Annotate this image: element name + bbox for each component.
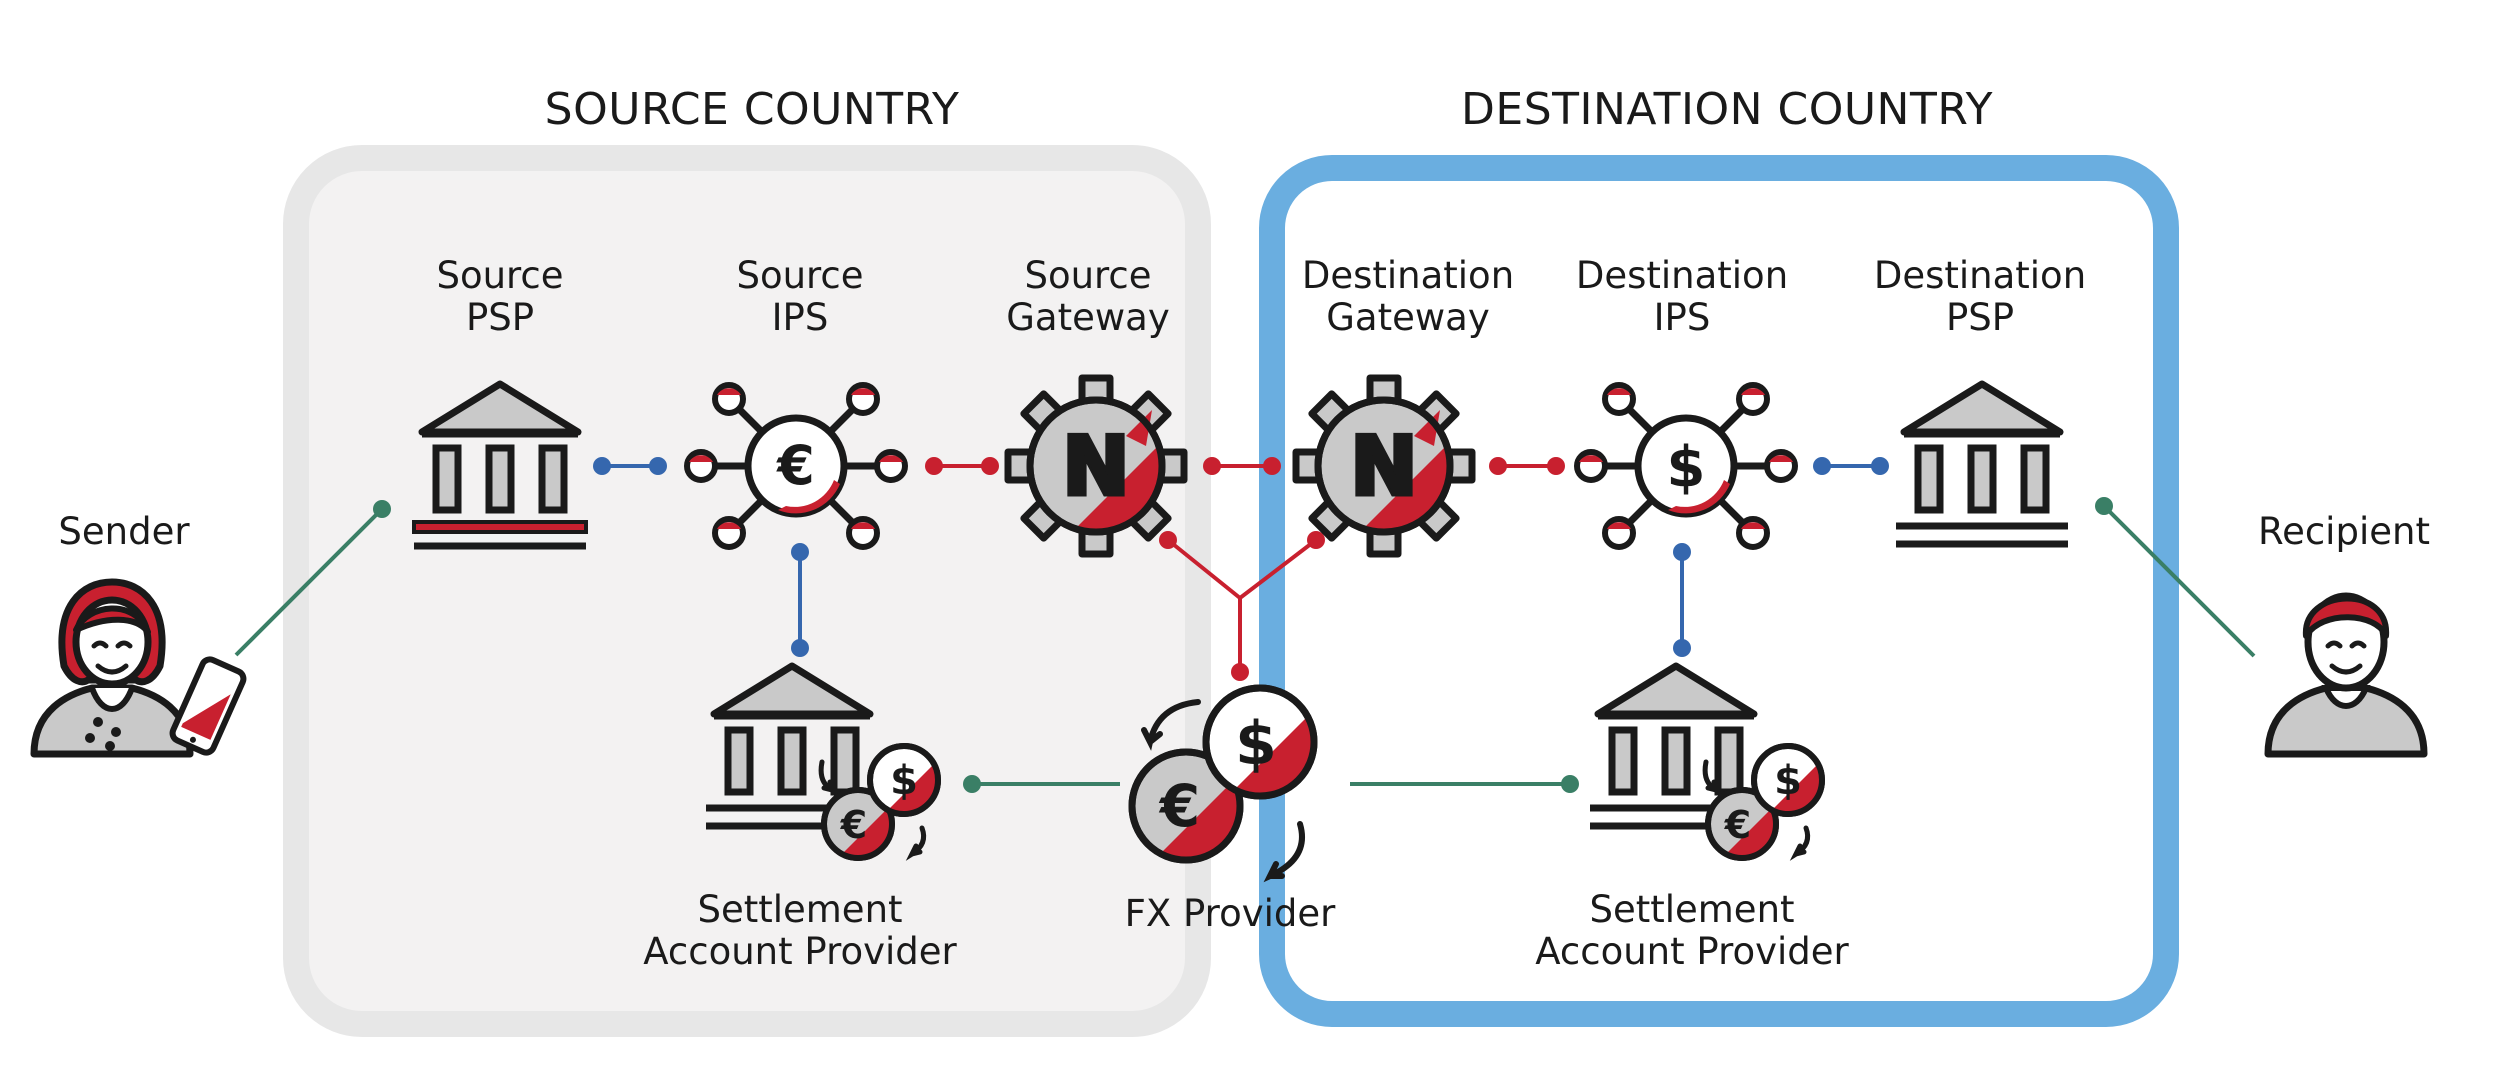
source-gateway: Source Gateway N [1006,254,1184,554]
svg-text:$: $ [890,758,918,804]
connector-source-ips-source-sap [791,543,809,657]
destination-country-title: DESTINATION COUNTRY [1461,84,1993,135]
destination-ips-label-line1: Destination [1576,254,1788,297]
fx-provider-label: FX Provider [1125,892,1337,935]
bank-with-coins-icon: € $ [706,666,938,858]
source-ips-label-line1: Source [736,254,863,297]
destination-country-region [1259,155,2179,1027]
dollar-coin: $ [1754,746,1822,814]
connector-sender-source-psp [234,500,391,657]
source-ips: Source IPS € [687,254,905,547]
connector-destination-ips-destination-sap [1673,543,1691,657]
source-country-title: SOURCE COUNTRY [545,84,960,135]
fx-provider: € $ FX Provider [1125,684,1337,935]
nexus-gear-icon: N [1008,378,1184,554]
fx-euro-symbol: € [1158,772,1200,840]
sender-label: Sender [58,510,190,553]
connector-gateways-fx-provider [1159,531,1325,681]
source-psp-label-line2: PSP [466,296,534,339]
bank-icon [412,384,588,550]
source-gateway-label-line1: Source [1024,254,1151,297]
connector-destination-ips-destination-psp [1813,457,1889,475]
dollar-coin: $ [1202,684,1318,800]
source-gateway-label-line2: Gateway [1006,296,1169,339]
source-country-region [283,145,1211,1037]
man-icon [2264,592,2428,758]
source-settlement-account-provider: € $ Settlement Account Provider [643,666,958,973]
euro-symbol: € [775,434,815,497]
svg-text:€: € [840,803,867,847]
bank-icon [1896,384,2068,548]
euro-coin: € [1128,748,1244,864]
nexus-gear-icon: N [1296,378,1472,554]
connector-destination-gateway-destination-ips [1489,457,1565,475]
nexus-symbol: N [1351,420,1418,513]
source-ips-label-line2: IPS [772,296,829,339]
sender: Sender [30,510,247,758]
connector-source-psp-source-ips [593,457,667,475]
destination-gateway: Destination Gateway N [1296,254,1514,554]
destination-sap-label-line2: Account Provider [1535,930,1849,973]
nexus-symbol: N [1063,420,1130,513]
euro-coin: € [1708,790,1776,858]
svg-text:€: € [1724,803,1751,847]
currency-exchange-icon: € $ [1128,684,1318,883]
woman-with-phone-icon [30,578,247,758]
fx-dollar-symbol: $ [1235,709,1277,779]
destination-ips-label-line2: IPS [1654,296,1711,339]
recipient-label: Recipient [2258,510,2430,553]
source-psp: Source PSP [412,254,588,550]
source-sap-label-line2: Account Provider [643,930,957,973]
destination-settlement-account-provider: € $ Settlement Account Provider [1535,666,1850,973]
destination-psp-label-line2: PSP [1946,296,2014,339]
destination-gateway-label-line2: Gateway [1326,296,1489,339]
destination-psp: Destination PSP [1874,254,2086,548]
connector-fx-provider-source-sap [963,775,1120,793]
bank-with-coins-icon: € $ [1590,666,1822,858]
source-psp-label-line1: Source [436,254,563,297]
connector-destination-psp-recipient [2095,497,2256,658]
euro-network-icon: € [687,385,905,547]
connector-fx-provider-destination-sap [1350,775,1579,793]
dollar-coin: $ [870,746,938,814]
euro-coin: € [824,790,892,858]
destination-psp-label-line1: Destination [1874,254,2086,297]
destination-sap-label-line1: Settlement [1589,888,1794,931]
dollar-network-icon: $ [1577,385,1795,547]
destination-ips: Destination IPS $ [1576,254,1795,547]
svg-text:$: $ [1774,758,1802,804]
source-sap-label-line1: Settlement [697,888,902,931]
destination-gateway-label-line1: Destination [1302,254,1514,297]
recipient: Recipient [2258,510,2430,758]
dollar-symbol: $ [1667,435,1706,500]
connector-gateways [1203,457,1281,475]
connector-source-ips-source-gateway [925,457,999,475]
